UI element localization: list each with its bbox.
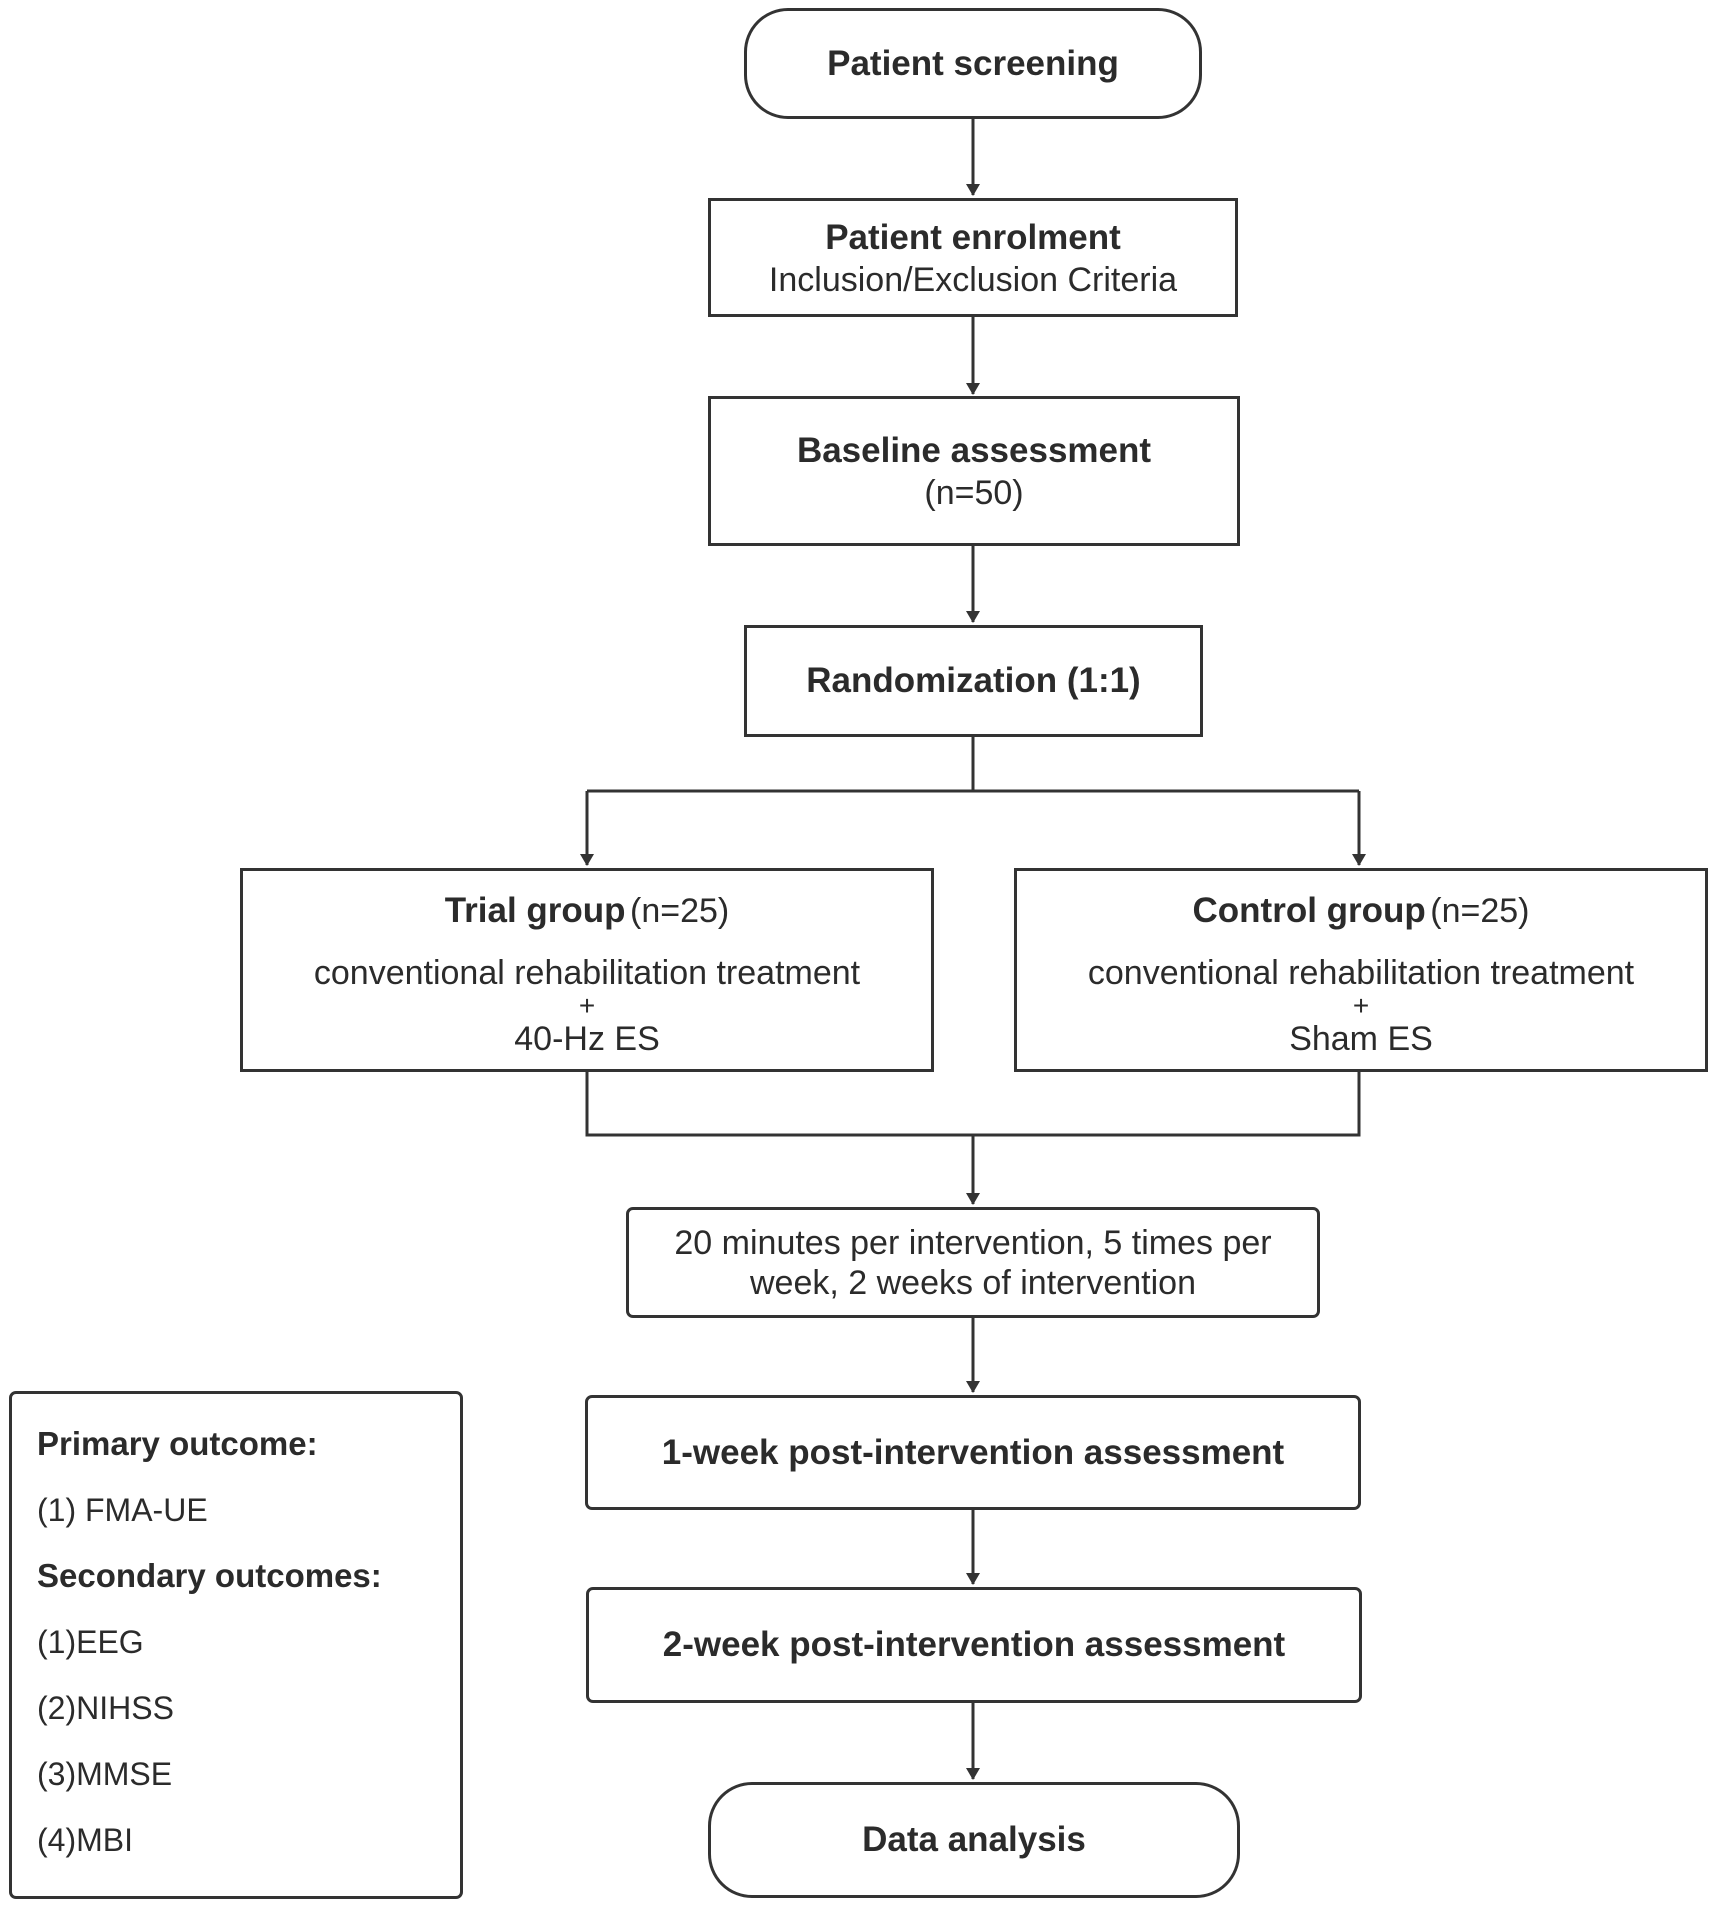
- outcomes-legend: Primary outcome: (1) FMA-UE Secondary ou…: [9, 1391, 463, 1899]
- patient-enrolment-criteria: Inclusion/Exclusion Criteria: [768, 260, 1178, 299]
- control-group-count: (n=25): [1430, 892, 1530, 930]
- week2-assessment-label: 2-week post-intervention assessment: [662, 1625, 1286, 1664]
- baseline-assessment-title: Baseline assessment: [796, 431, 1152, 470]
- week1-assessment-node: 1-week post-intervention assessment: [585, 1395, 1361, 1510]
- control-group-plus: +: [1352, 990, 1370, 1021]
- intervention-schedule-line2: week, 2 weeks of intervention: [749, 1263, 1197, 1302]
- primary-outcome-item: (1) FMA-UE: [37, 1492, 208, 1528]
- secondary-outcome-item: (1)EEG: [37, 1624, 144, 1660]
- control-group-treatment: conventional rehabilitation treatment: [1087, 954, 1635, 992]
- intervention-schedule-node: 20 minutes per intervention, 5 times per…: [626, 1207, 1320, 1318]
- week1-assessment-label: 1-week post-intervention assessment: [661, 1432, 1285, 1472]
- patient-screening-node: Patient screening: [744, 8, 1202, 119]
- secondary-outcome-item: (4)MBI: [37, 1822, 133, 1858]
- secondary-outcome-item: (3)MMSE: [37, 1756, 173, 1792]
- secondary-outcomes-heading: Secondary outcomes:: [37, 1557, 382, 1594]
- trial-group-treatment: conventional rehabilitation treatment: [313, 954, 861, 992]
- baseline-assessment-node: Baseline assessment (n=50): [708, 396, 1240, 546]
- control-group-stimulation: Sham ES: [1289, 1020, 1433, 1058]
- trial-group-count: (n=25): [630, 892, 730, 930]
- trial-group-stimulation: 40-Hz ES: [514, 1020, 660, 1058]
- data-analysis-node: Data analysis: [708, 1782, 1240, 1898]
- trial-group-plus: +: [578, 990, 596, 1021]
- patient-enrolment-node: Patient enrolment Inclusion/Exclusion Cr…: [708, 198, 1238, 317]
- randomization-label: Randomization (1:1): [806, 661, 1141, 700]
- trial-group-node: Trial group (n=25) conventional rehabili…: [240, 868, 934, 1072]
- baseline-assessment-count: (n=50): [924, 474, 1024, 512]
- merge-line: [585, 1071, 1361, 1137]
- randomization-node: Randomization (1:1): [744, 625, 1203, 737]
- intervention-schedule-line1: 20 minutes per intervention, 5 times per: [674, 1223, 1272, 1262]
- week2-assessment-node: 2-week post-intervention assessment: [586, 1587, 1362, 1703]
- patient-screening-label: Patient screening: [827, 43, 1119, 83]
- primary-outcome-heading: Primary outcome:: [37, 1425, 318, 1462]
- control-group-node: Control group (n=25) conventional rehabi…: [1014, 868, 1708, 1072]
- trial-group-title: Trial group: [444, 891, 626, 930]
- secondary-outcome-item: (2)NIHSS: [37, 1690, 174, 1726]
- control-group-title: Control group: [1192, 891, 1426, 930]
- data-analysis-label: Data analysis: [862, 1820, 1086, 1859]
- patient-enrolment-title: Patient enrolment: [825, 217, 1121, 257]
